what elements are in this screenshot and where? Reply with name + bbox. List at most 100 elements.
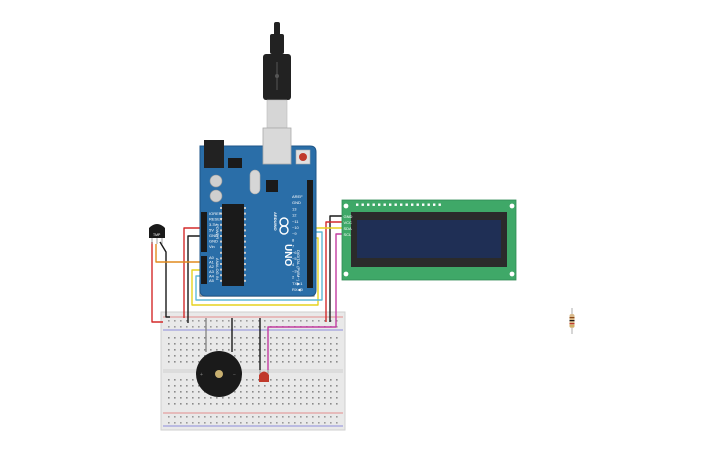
piezo-buzzer[interactable]: + − (196, 351, 242, 397)
breadboard-hole[interactable] (324, 349, 326, 351)
breadboard-hole[interactable] (192, 379, 194, 381)
breadboard-hole[interactable] (168, 349, 170, 351)
breadboard-hole[interactable] (282, 403, 284, 405)
breadboard-hole[interactable] (294, 343, 296, 345)
wire-lcd-gnd[interactable] (329, 215, 343, 322)
breadboard[interactable] (160, 311, 346, 431)
breadboard-hole[interactable] (306, 379, 308, 381)
breadboard-hole[interactable] (336, 337, 338, 339)
breadboard-hole[interactable] (174, 343, 176, 345)
breadboard-hole[interactable] (312, 416, 314, 418)
breadboard-hole[interactable] (240, 361, 242, 363)
breadboard-hole[interactable] (222, 349, 224, 351)
breadboard-hole[interactable] (186, 349, 188, 351)
breadboard-hole[interactable] (246, 422, 248, 424)
breadboard-hole[interactable] (228, 320, 230, 322)
breadboard-hole[interactable] (264, 326, 266, 328)
breadboard-hole[interactable] (282, 320, 284, 322)
breadboard-hole[interactable] (222, 422, 224, 424)
breadboard-hole[interactable] (294, 403, 296, 405)
breadboard-hole[interactable] (192, 385, 194, 387)
breadboard-hole[interactable] (252, 397, 254, 399)
breadboard-hole[interactable] (246, 379, 248, 381)
breadboard-hole[interactable] (192, 422, 194, 424)
breadboard-hole[interactable] (288, 355, 290, 357)
breadboard-hole[interactable] (180, 397, 182, 399)
breadboard-hole[interactable] (198, 397, 200, 399)
breadboard-hole[interactable] (246, 337, 248, 339)
breadboard-hole[interactable] (180, 403, 182, 405)
breadboard-hole[interactable] (234, 343, 236, 345)
breadboard-hole[interactable] (168, 391, 170, 393)
breadboard-hole[interactable] (180, 355, 182, 357)
breadboard-hole[interactable] (258, 403, 260, 405)
breadboard-hole[interactable] (270, 403, 272, 405)
breadboard-hole[interactable] (246, 403, 248, 405)
breadboard-hole[interactable] (216, 326, 218, 328)
breadboard-hole[interactable] (210, 326, 212, 328)
breadboard-hole[interactable] (168, 343, 170, 345)
breadboard-hole[interactable] (204, 326, 206, 328)
breadboard-hole[interactable] (168, 416, 170, 418)
breadboard-hole[interactable] (276, 403, 278, 405)
breadboard-hole[interactable] (186, 385, 188, 387)
breadboard-hole[interactable] (168, 326, 170, 328)
breadboard-hole[interactable] (312, 397, 314, 399)
breadboard-hole[interactable] (192, 403, 194, 405)
breadboard-hole[interactable] (234, 337, 236, 339)
breadboard-hole[interactable] (246, 355, 248, 357)
breadboard-hole[interactable] (258, 355, 260, 357)
breadboard-hole[interactable] (306, 391, 308, 393)
breadboard-hole[interactable] (222, 397, 224, 399)
breadboard-hole[interactable] (258, 397, 260, 399)
breadboard-hole[interactable] (216, 397, 218, 399)
breadboard-hole[interactable] (270, 397, 272, 399)
breadboard-hole[interactable] (234, 422, 236, 424)
breadboard-hole[interactable] (252, 326, 254, 328)
breadboard-hole[interactable] (174, 326, 176, 328)
breadboard-hole[interactable] (336, 385, 338, 387)
breadboard-hole[interactable] (330, 385, 332, 387)
breadboard-hole[interactable] (330, 379, 332, 381)
breadboard-hole[interactable] (198, 355, 200, 357)
wire-lcd-vcc[interactable] (325, 221, 343, 322)
breadboard-hole[interactable] (306, 361, 308, 363)
breadboard-hole[interactable] (168, 379, 170, 381)
breadboard-hole[interactable] (204, 337, 206, 339)
breadboard-hole[interactable] (300, 397, 302, 399)
breadboard-hole[interactable] (186, 379, 188, 381)
breadboard-hole[interactable] (180, 320, 182, 322)
breadboard-hole[interactable] (294, 361, 296, 363)
breadboard-hole[interactable] (312, 361, 314, 363)
breadboard-hole[interactable] (204, 320, 206, 322)
breadboard-hole[interactable] (180, 343, 182, 345)
breadboard-hole[interactable] (336, 361, 338, 363)
breadboard-hole[interactable] (330, 416, 332, 418)
breadboard-hole[interactable] (252, 385, 254, 387)
breadboard-hole[interactable] (288, 391, 290, 393)
breadboard-hole[interactable] (282, 416, 284, 418)
breadboard-hole[interactable] (264, 391, 266, 393)
breadboard-hole[interactable] (174, 337, 176, 339)
breadboard-hole[interactable] (336, 403, 338, 405)
breadboard-hole[interactable] (312, 385, 314, 387)
breadboard-hole[interactable] (168, 385, 170, 387)
breadboard-hole[interactable] (186, 391, 188, 393)
breadboard-hole[interactable] (300, 391, 302, 393)
breadboard-hole[interactable] (318, 337, 320, 339)
breadboard-hole[interactable] (246, 397, 248, 399)
wire-sensor-signal[interactable] (155, 244, 205, 263)
breadboard-hole[interactable] (240, 397, 242, 399)
breadboard-hole[interactable] (276, 337, 278, 339)
breadboard-hole[interactable] (258, 349, 260, 351)
breadboard-hole[interactable] (192, 337, 194, 339)
breadboard-hole[interactable] (258, 320, 260, 322)
breadboard-hole[interactable] (204, 343, 206, 345)
breadboard-hole[interactable] (324, 391, 326, 393)
breadboard-hole[interactable] (288, 349, 290, 351)
breadboard-hole[interactable] (216, 320, 218, 322)
breadboard-hole[interactable] (186, 361, 188, 363)
breadboard-hole[interactable] (168, 403, 170, 405)
breadboard-hole[interactable] (294, 416, 296, 418)
breadboard-hole[interactable] (258, 343, 260, 345)
